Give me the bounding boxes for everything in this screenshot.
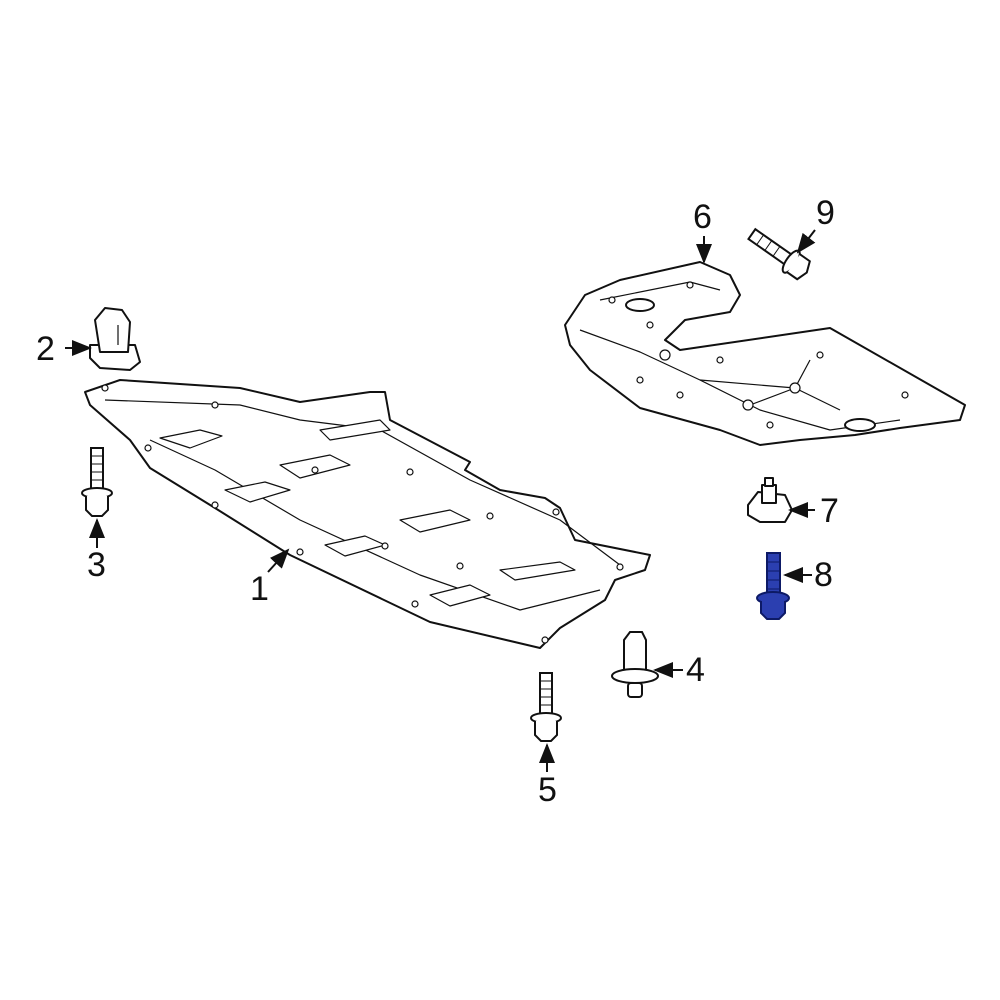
part-4-retainer[interactable]: [611, 631, 659, 698]
callout-2[interactable]: 2: [36, 330, 55, 368]
part-3-bolt[interactable]: [81, 447, 113, 517]
callout-7[interactable]: 7: [820, 492, 839, 530]
part-7-nut-clip[interactable]: [747, 477, 793, 523]
leader-arrows: [65, 229, 816, 772]
callout-3[interactable]: 3: [87, 546, 106, 584]
part-8-bolt-highlighted[interactable]: [756, 552, 790, 620]
callout-6[interactable]: 6: [693, 198, 712, 236]
callout-1[interactable]: 1: [250, 570, 269, 608]
callout-8[interactable]: 8: [814, 556, 833, 594]
part-6-rear-shield[interactable]: [564, 261, 966, 446]
callout-5[interactable]: 5: [538, 771, 557, 809]
part-2-clip[interactable]: [89, 307, 141, 371]
part-1-under-cover[interactable]: [84, 379, 651, 649]
callout-9[interactable]: 9: [816, 194, 835, 232]
part-5-bolt[interactable]: [530, 672, 562, 742]
callout-4[interactable]: 4: [686, 651, 705, 689]
part-9-bolt[interactable]: [744, 223, 814, 283]
